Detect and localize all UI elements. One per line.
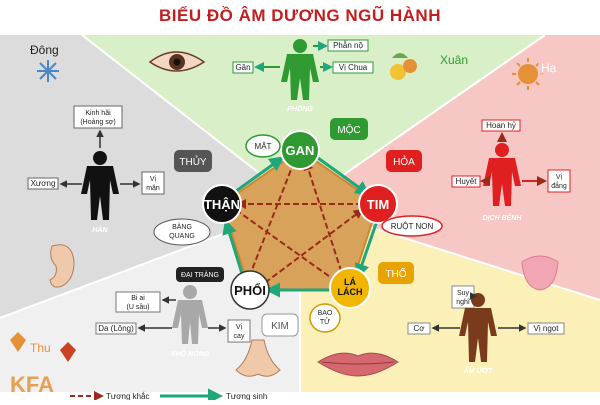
person-figure-icon [172,285,208,344]
svg-text:Vị: Vị [556,174,563,181]
svg-text:RUỘT NON: RUỘT NON [391,222,434,231]
element-badge-earth: THỔ [378,262,414,284]
control-cycle [235,160,364,289]
earth-sector [300,205,600,392]
organ-label-metal: PHỔI [234,283,266,298]
svg-text:Suy: Suy [457,290,470,297]
ear-icon [49,244,75,288]
earth-tissue: Cơ [413,324,425,333]
season-summer: Hạ [541,61,557,75]
season-spring: Xuân [440,53,468,67]
organ-node-earth: LÁ LÁCH [329,267,371,309]
paired-organ-water-label: QUANG [169,233,195,240]
svg-text:THỔ: THỔ [385,267,406,280]
svg-text:THỦY: THỦY [179,155,207,168]
nose-icon [235,339,281,377]
svg-text:Vị: Vị [150,176,157,183]
legend-control: Tương khắc [106,392,150,400]
water-taste-label: mặn [146,185,160,192]
leaf-icon [10,332,76,362]
earth-panel: Suy nghĩ Cơ Vị ngọt ẨM ƯỚT [317,285,565,377]
svg-text:Vị: Vị [236,324,243,331]
eye-icon [148,51,206,72]
fire-panel: Hạ Hoan hỷ Huyết Vị đắng DỊCH BỆNH [451,58,571,291]
svg-text:Bi ai: Bi ai [131,295,145,302]
wood-sector [82,35,545,205]
element-badge-metal: KIM [261,313,299,337]
person-figure-icon [281,39,319,100]
person-figure-icon [81,151,119,220]
svg-text:KIM: KIM [271,321,289,332]
fire-taste-label: đắng [551,181,567,190]
paired-organ-metal: ĐẠI TRÀNG [176,267,224,282]
water-emotion-label: (Hoảng sợ) [80,119,115,126]
wood-figure-label: PHONG [287,106,313,113]
generate-cycle [222,156,380,298]
metal-taste-label: cay [234,333,245,340]
paired-organ-fire: RUỘT NON [381,215,443,237]
page-title: BIỂU ĐỒ ÂM DƯƠNG NGŨ HÀNH [159,5,441,25]
fire-figure-label: DỊCH BỆNH [483,213,523,222]
paired-organ-earth: BAO TỬ [309,303,341,333]
organ-node-metal: PHỔI [230,270,270,310]
element-badge-wood: MỘC [330,118,368,140]
organ-label-water: THẬN [204,197,240,212]
wood-panel: PHONG Phẫn nộ Gân Vị Chua Xuân [148,39,468,113]
organ-label-wood: GAN [286,143,315,158]
lips-icon [317,352,399,377]
paired-organ-earth-label: TỬ [320,317,330,326]
metal-panel: Bi ai (U sầu) Da (Lông) Vị cay KHÔ NÓNG … [10,285,281,397]
legend: Tương khắc Tương sinh [70,388,267,404]
svg-text:MỘC: MỘC [337,123,360,136]
organ-node-wood: GAN [280,130,320,170]
svg-text:MẬT: MẬT [255,142,272,151]
metal-tissue: Da (Lông) [98,324,134,333]
season-winter: Đông [30,43,59,57]
svg-text:ĐẠI TRÀNG: ĐẠI TRÀNG [181,270,219,279]
metal-figure-label: KHÔ NÓNG [171,349,210,358]
tongue-icon [521,255,559,291]
wood-tissue: Gân [235,63,250,72]
element-badge-fire: HỎA [386,150,422,172]
paired-organ-wood: MẬT [245,134,281,158]
organ-label-earth: LÁCH [338,287,363,297]
paired-organ-water: BÀNG QUANG [153,218,211,246]
fire-emotion: Hoan hỷ [486,121,516,130]
svg-text:BAO: BAO [318,310,333,317]
snowflake-icon [37,60,59,82]
fire-sector [300,35,600,300]
legend-generate: Tương sinh [226,392,267,400]
person-figure-icon [483,143,521,206]
water-tissue: Xương [31,179,56,188]
organ-label-fire: TIM [367,197,389,212]
water-panel: Đông Kinh hãi (Hoảng sợ) Xương Vị mặn HÀ… [27,43,165,288]
earth-figure-label: ẨM ƯỚT [463,366,493,375]
organ-node-water: THẬN [202,184,242,224]
fruit-icon [390,53,417,80]
svg-text:Kinh hãi: Kinh hãi [85,110,111,117]
water-figure-label: HÀN [92,225,108,234]
element-badge-water: THỦY [174,150,212,172]
fire-tissue: Huyết [456,177,478,186]
wood-taste: Vị Chua [339,63,368,72]
earth-emotion-label: nghĩ [456,299,471,306]
earth-taste: Vị ngọt [534,324,560,333]
watermark-logo: KFA [10,372,54,397]
svg-text:LÁ: LÁ [344,277,356,287]
season-autumn: Thu [30,341,51,355]
svg-text:BÀNG: BÀNG [172,222,192,231]
wood-emotion: Phẫn nộ [333,41,363,50]
metal-emotion-label: (U sầu) [127,302,150,311]
svg-text:HỎA: HỎA [393,155,415,168]
organ-node-fire: TIM [358,184,398,224]
